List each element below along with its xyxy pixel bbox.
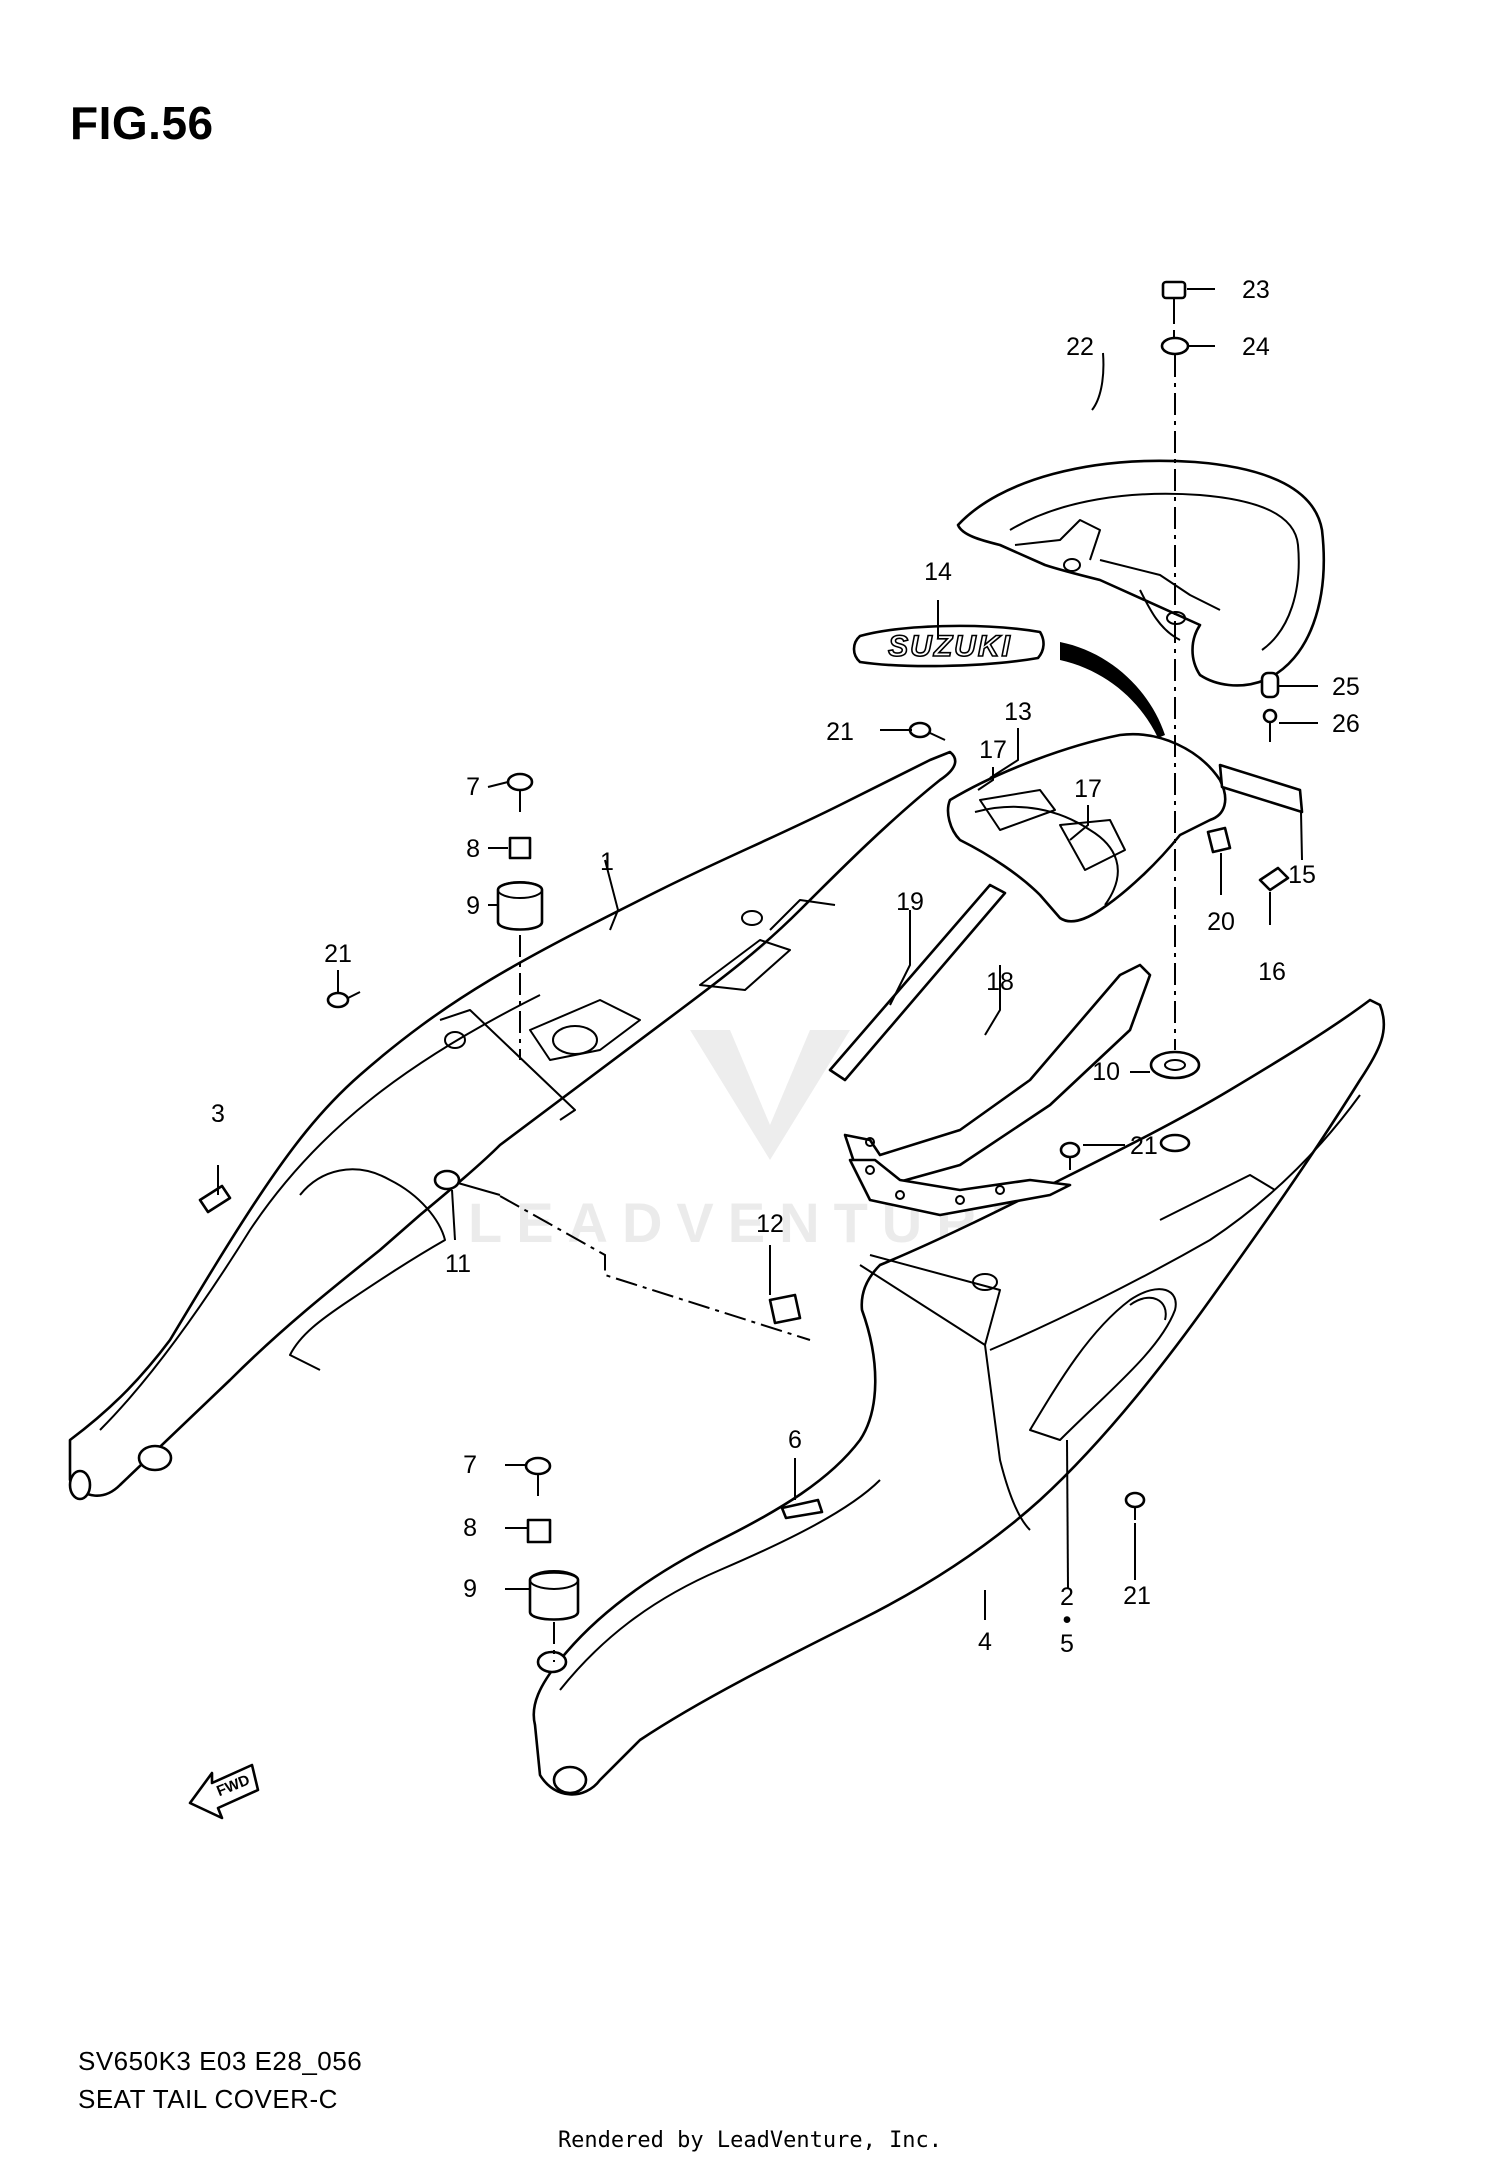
part-1-left-tail-cover [68,750,957,1501]
callout-13: 13 [1004,698,1032,726]
callout-18: 18 [986,968,1014,996]
callout-6: 6 [788,1426,802,1454]
part-6-pad [780,1498,824,1520]
callout-9-lower: 9 [463,1575,477,1603]
leader-lines [217,288,1318,1662]
callout-8-lower: 8 [463,1514,477,1542]
diagram-code: SV650K3 E03 E28_056 [78,2046,363,2076]
callout-22: 22 [1066,333,1094,361]
callout-17-right: 17 [1074,775,1102,803]
callout-labels: 22 23 24 14 13 17 17 21 25 26 15 20 16 7… [211,276,1360,1658]
part-18-inner-panel [843,963,1152,1217]
fwd-arrow: FWD [188,1763,260,1820]
part-16-pad [1258,866,1290,892]
callout-12: 12 [756,1210,784,1238]
part-23-bolt [1161,280,1187,324]
callout-8-upper: 8 [466,835,480,863]
part-3-pad [198,1184,232,1214]
callout-7-lower: 7 [463,1451,477,1479]
part-26-screw [1262,708,1278,742]
callout-21-mid: 21 [1130,1132,1158,1160]
callout-16: 16 [1258,958,1286,986]
suzuki-emblem-text: SUZUKI [888,630,1012,663]
callout-4: 4 [978,1628,992,1656]
decal-arc-graphic [1060,642,1165,738]
part-21-rivet [326,721,1146,1520]
part-8-collar-upper [508,836,532,860]
callout-23: 23 [1242,276,1270,304]
callout-separator: • [1063,1606,1072,1634]
callout-24: 24 [1242,333,1270,361]
diagram-name: SEAT TAIL COVER-C [78,2084,338,2114]
part-7-screw-lower [524,1456,552,1496]
callout-17-left: 17 [979,736,1007,764]
part-11-bolt [433,1169,501,1196]
part-10-grommet [1149,1050,1201,1153]
callout-14: 14 [924,558,952,586]
callout-25: 25 [1332,673,1360,701]
callout-15: 15 [1288,861,1316,889]
part-20-clip [1206,826,1232,854]
callout-20: 20 [1207,908,1235,936]
part-8-collar-lower [526,1518,552,1544]
part-7-screw-upper [506,772,534,812]
callout-5: 5 [1060,1630,1074,1658]
callout-2: 2 [1060,1583,1074,1611]
callout-7-upper: 7 [466,773,480,801]
callout-19: 19 [896,888,924,916]
part-15-strip [1218,763,1304,814]
callout-11: 11 [445,1250,471,1278]
figure-title: FIG.56 [70,97,214,149]
callout-21-top: 21 [826,718,854,746]
callout-10: 10 [1092,1058,1120,1086]
callout-21-bottom: 21 [1123,1582,1151,1610]
callout-21-left: 21 [324,940,352,968]
part-9-grommet-lower [528,1570,580,1621]
part-19-rubber-strip [828,883,1007,1082]
callout-1: 1 [600,848,614,876]
part-12-clip [768,1293,802,1325]
render-credit: Rendered by LeadVenture, Inc. [557,2128,943,2153]
callout-3: 3 [211,1100,225,1128]
part-13-seat-cover [946,732,1227,923]
callout-26: 26 [1332,710,1360,738]
part-25-collar [1260,671,1280,699]
callout-9-upper: 9 [466,892,480,920]
part-14-suzuki-emblem: SUZUKI [852,624,1045,668]
part-4-right-tail-cover [532,998,1386,1796]
part-9-grommet-upper [496,881,544,931]
part-24-washer [1160,336,1190,356]
